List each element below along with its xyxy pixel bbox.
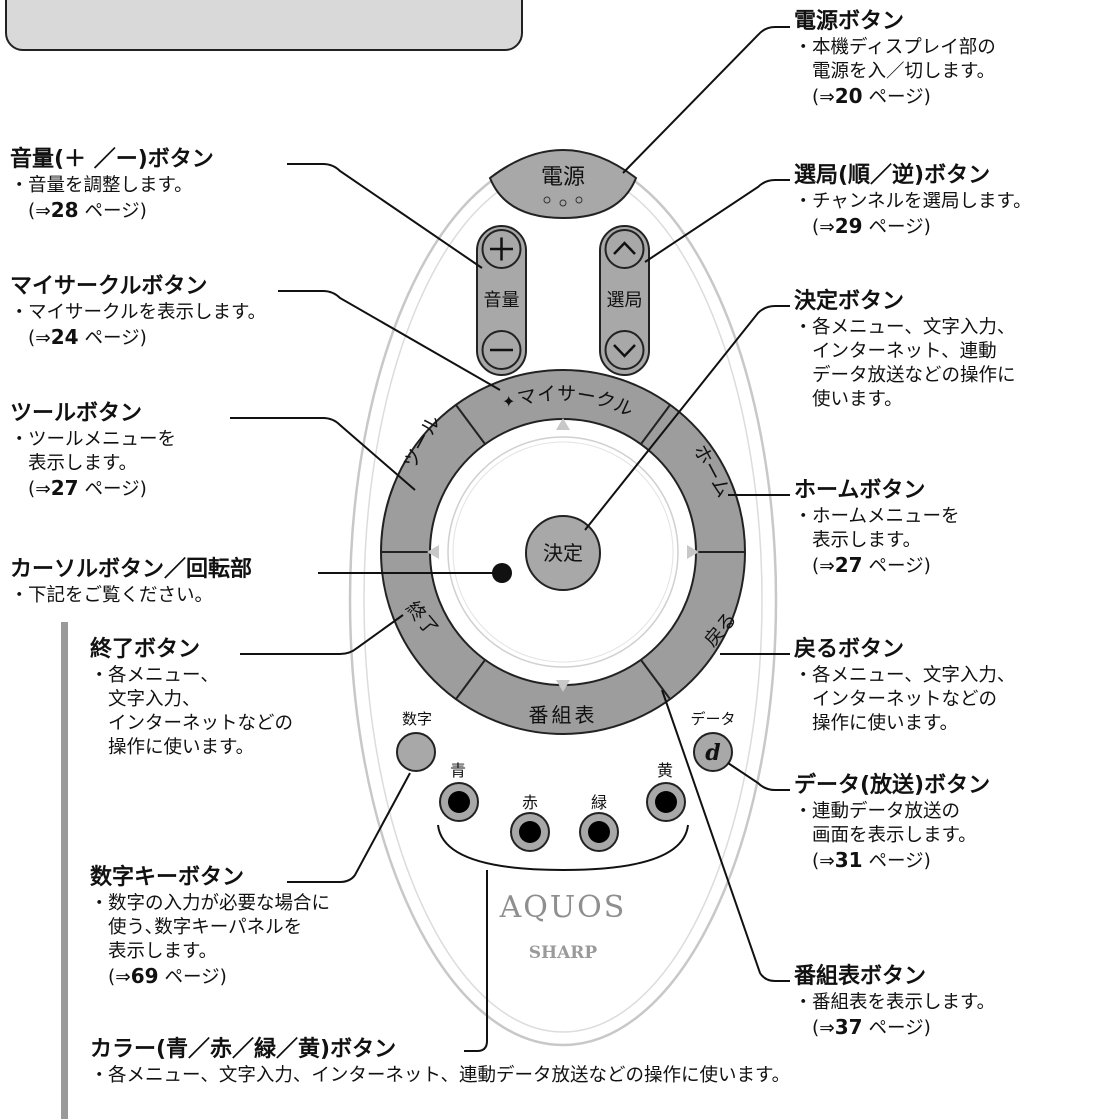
plus-icon	[490, 237, 513, 261]
rotary-area	[452, 441, 674, 663]
color-bracket	[437, 824, 689, 872]
ring-divider	[455, 659, 486, 700]
data-label: データ	[690, 710, 735, 728]
leader-volume	[287, 163, 483, 269]
tool-callout: ツールボタン ・ツールメニューを 表示します。 (⇒27 ページ)	[10, 401, 177, 500]
leader-lines	[230, 26, 790, 1052]
color-button-blue[interactable]	[439, 782, 479, 822]
mycircle-heading: マイサークルボタン	[10, 274, 208, 299]
color-button-red[interactable]	[510, 812, 550, 852]
numeric-label: 数字	[402, 710, 432, 728]
cursor-heading: カーソルボタン／回転部	[10, 557, 253, 582]
color-callout: カラー(青／赤／緑／黄)ボタン ・各メニュー、文字入力、インターネット、連動デー…	[90, 1037, 791, 1086]
aquos-logo: AQUOS	[499, 890, 627, 925]
mycircle-icon: ✦	[502, 392, 515, 411]
data-button[interactable]	[693, 732, 733, 772]
ring-divider	[455, 404, 486, 445]
arrow-up-icon	[556, 418, 570, 430]
header-box	[5, 0, 523, 51]
blue-label: 青	[450, 761, 466, 780]
leader-guide	[661, 689, 790, 982]
leader-tool	[230, 417, 416, 491]
channel-callout: 選局(順／逆)ボタン ・チャンネルを選局します。 (⇒29 ページ)	[794, 163, 1032, 238]
color-button-green[interactable]	[579, 812, 619, 852]
leader-channel	[644, 179, 790, 263]
ring-divider	[640, 404, 671, 445]
leader-enter	[584, 305, 790, 531]
power-callout: 電源ボタン ・本機ディスプレイ部の 電源を入／切します。 (⇒20 ページ)	[794, 9, 996, 108]
channel-up-button[interactable]	[604, 229, 645, 269]
numkey-heading: 数字キーボタン	[90, 865, 245, 890]
yellow-label: 黄	[657, 761, 673, 780]
channel-label: 選局	[607, 290, 643, 311]
power-dot	[575, 196, 583, 204]
volume-label: 音量	[484, 290, 520, 311]
green-label: 緑	[591, 793, 607, 812]
color-button-yellow[interactable]	[646, 782, 686, 822]
leader-mycircle	[278, 290, 501, 391]
page-ref: (⇒20 ページ)	[812, 84, 931, 108]
page-ref: (⇒27 ページ)	[812, 553, 931, 577]
data-d-icon: d	[705, 740, 720, 766]
power-heading: 電源ボタン	[794, 9, 905, 34]
chevron-down-icon	[613, 344, 636, 358]
arrow-down-icon	[556, 680, 570, 692]
page-ref: (⇒69 ページ)	[108, 964, 227, 988]
red-label: 赤	[522, 793, 538, 812]
enter-button[interactable]	[525, 515, 601, 591]
back-heading: 戻るボタン	[794, 637, 905, 662]
volume-heading: 音量(＋ ／ー)ボタン	[10, 147, 214, 172]
arrow-left-icon	[427, 545, 439, 559]
power-dot	[543, 196, 551, 204]
tool-heading: ツールボタン	[10, 401, 143, 426]
page-ref: (⇒29 ページ)	[812, 214, 931, 238]
page-ref: (⇒28 ページ)	[28, 198, 147, 222]
back-callout: 戻るボタン ・各メニュー、文字入力、 インターネットなどの 操作に使います。	[794, 637, 1016, 734]
numeric-button[interactable]	[396, 732, 436, 772]
cursor-callout: カーソルボタン／回転部 ・下記をご覧ください。	[10, 557, 253, 606]
power-dot	[559, 199, 567, 207]
arrow-right-icon	[687, 545, 699, 559]
page-ref: (⇒24 ページ)	[28, 325, 147, 349]
home-callout: ホームボタン ・ホームメニューを 表示します。 (⇒27 ページ)	[794, 478, 960, 577]
leader-color	[464, 870, 488, 1052]
sharp-logo: SHARP	[529, 943, 598, 963]
rotary-area	[447, 436, 679, 668]
page-ref: (⇒31 ページ)	[812, 848, 931, 872]
page-ref: (⇒37 ページ)	[812, 1015, 931, 1039]
enter-label: 決定	[543, 541, 583, 565]
channel-down-button[interactable]	[604, 330, 645, 370]
ring-label-guide: 番組表	[529, 703, 598, 727]
data-heading: データ(放送)ボタン	[794, 773, 991, 798]
enter-callout: 決定ボタン ・各メニュー、文字入力、 インターネット、連動 データ放送などの操作…	[794, 289, 1016, 410]
color-heading: カラー(青／赤／緑／黄)ボタン	[90, 1037, 397, 1062]
enter-heading: 決定ボタン	[794, 289, 905, 314]
home-heading: ホームボタン	[794, 478, 926, 503]
power-button	[488, 149, 638, 220]
power-label[interactable]: 電源	[541, 165, 585, 190]
data-callout: データ(放送)ボタン ・連動データ放送の 画面を表示します。 (⇒31 ページ)	[794, 773, 991, 872]
leader-numkey	[287, 772, 411, 883]
exit-callout: 終了ボタン ・各メニュー、 文字入力、 インターネットなどの 操作に使います。	[90, 637, 294, 758]
section-bar	[61, 622, 68, 1119]
page-ref: (⇒27 ページ)	[28, 476, 147, 500]
leader-power	[622, 26, 790, 174]
ring-divider	[640, 659, 671, 700]
leader-exit	[240, 614, 404, 655]
exit-heading: 終了ボタン	[90, 637, 201, 662]
numkey-callout: 数字キーボタン ・数字の入力が必要な場合に 使う､数字キーパネルを 表示します。…	[90, 865, 331, 988]
guide-callout: 番組表ボタン ・番組表を表示します。 (⇒37 ページ)	[794, 964, 996, 1039]
guide-heading: 番組表ボタン	[794, 964, 927, 989]
leader-data	[727, 762, 790, 791]
volume-callout: 音量(＋ ／ー)ボタン ・音量を調整します。 (⇒28 ページ)	[10, 147, 214, 222]
channel-heading: 選局(順／逆)ボタン	[794, 163, 991, 188]
chevron-up-icon	[613, 241, 636, 255]
mycircle-callout: マイサークルボタン ・マイサークルを表示します。 (⇒24 ページ)	[10, 274, 267, 349]
